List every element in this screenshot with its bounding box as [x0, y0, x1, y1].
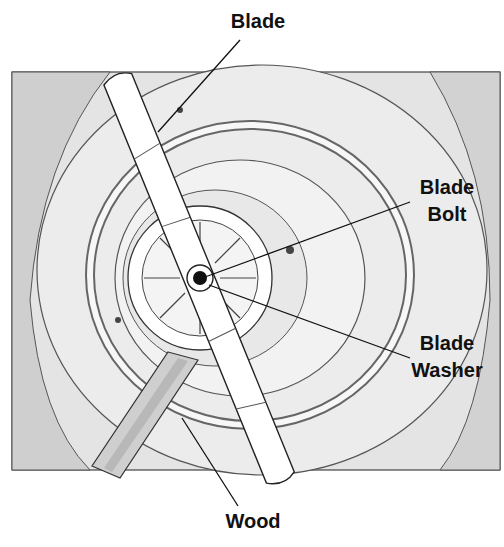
- blade-washer: [187, 265, 213, 291]
- mower-blade: [102, 69, 296, 488]
- part-label: Blade Bolt: [401, 174, 493, 228]
- blade-bolt: [193, 271, 207, 285]
- part-label: Blade Washer: [401, 330, 493, 384]
- blade-hub: [128, 206, 272, 350]
- part-label: Wood: [198, 508, 308, 535]
- wood-block: [92, 352, 198, 478]
- leader-lines: [158, 40, 410, 506]
- part-label: Blade: [203, 8, 313, 35]
- screw: [115, 317, 121, 323]
